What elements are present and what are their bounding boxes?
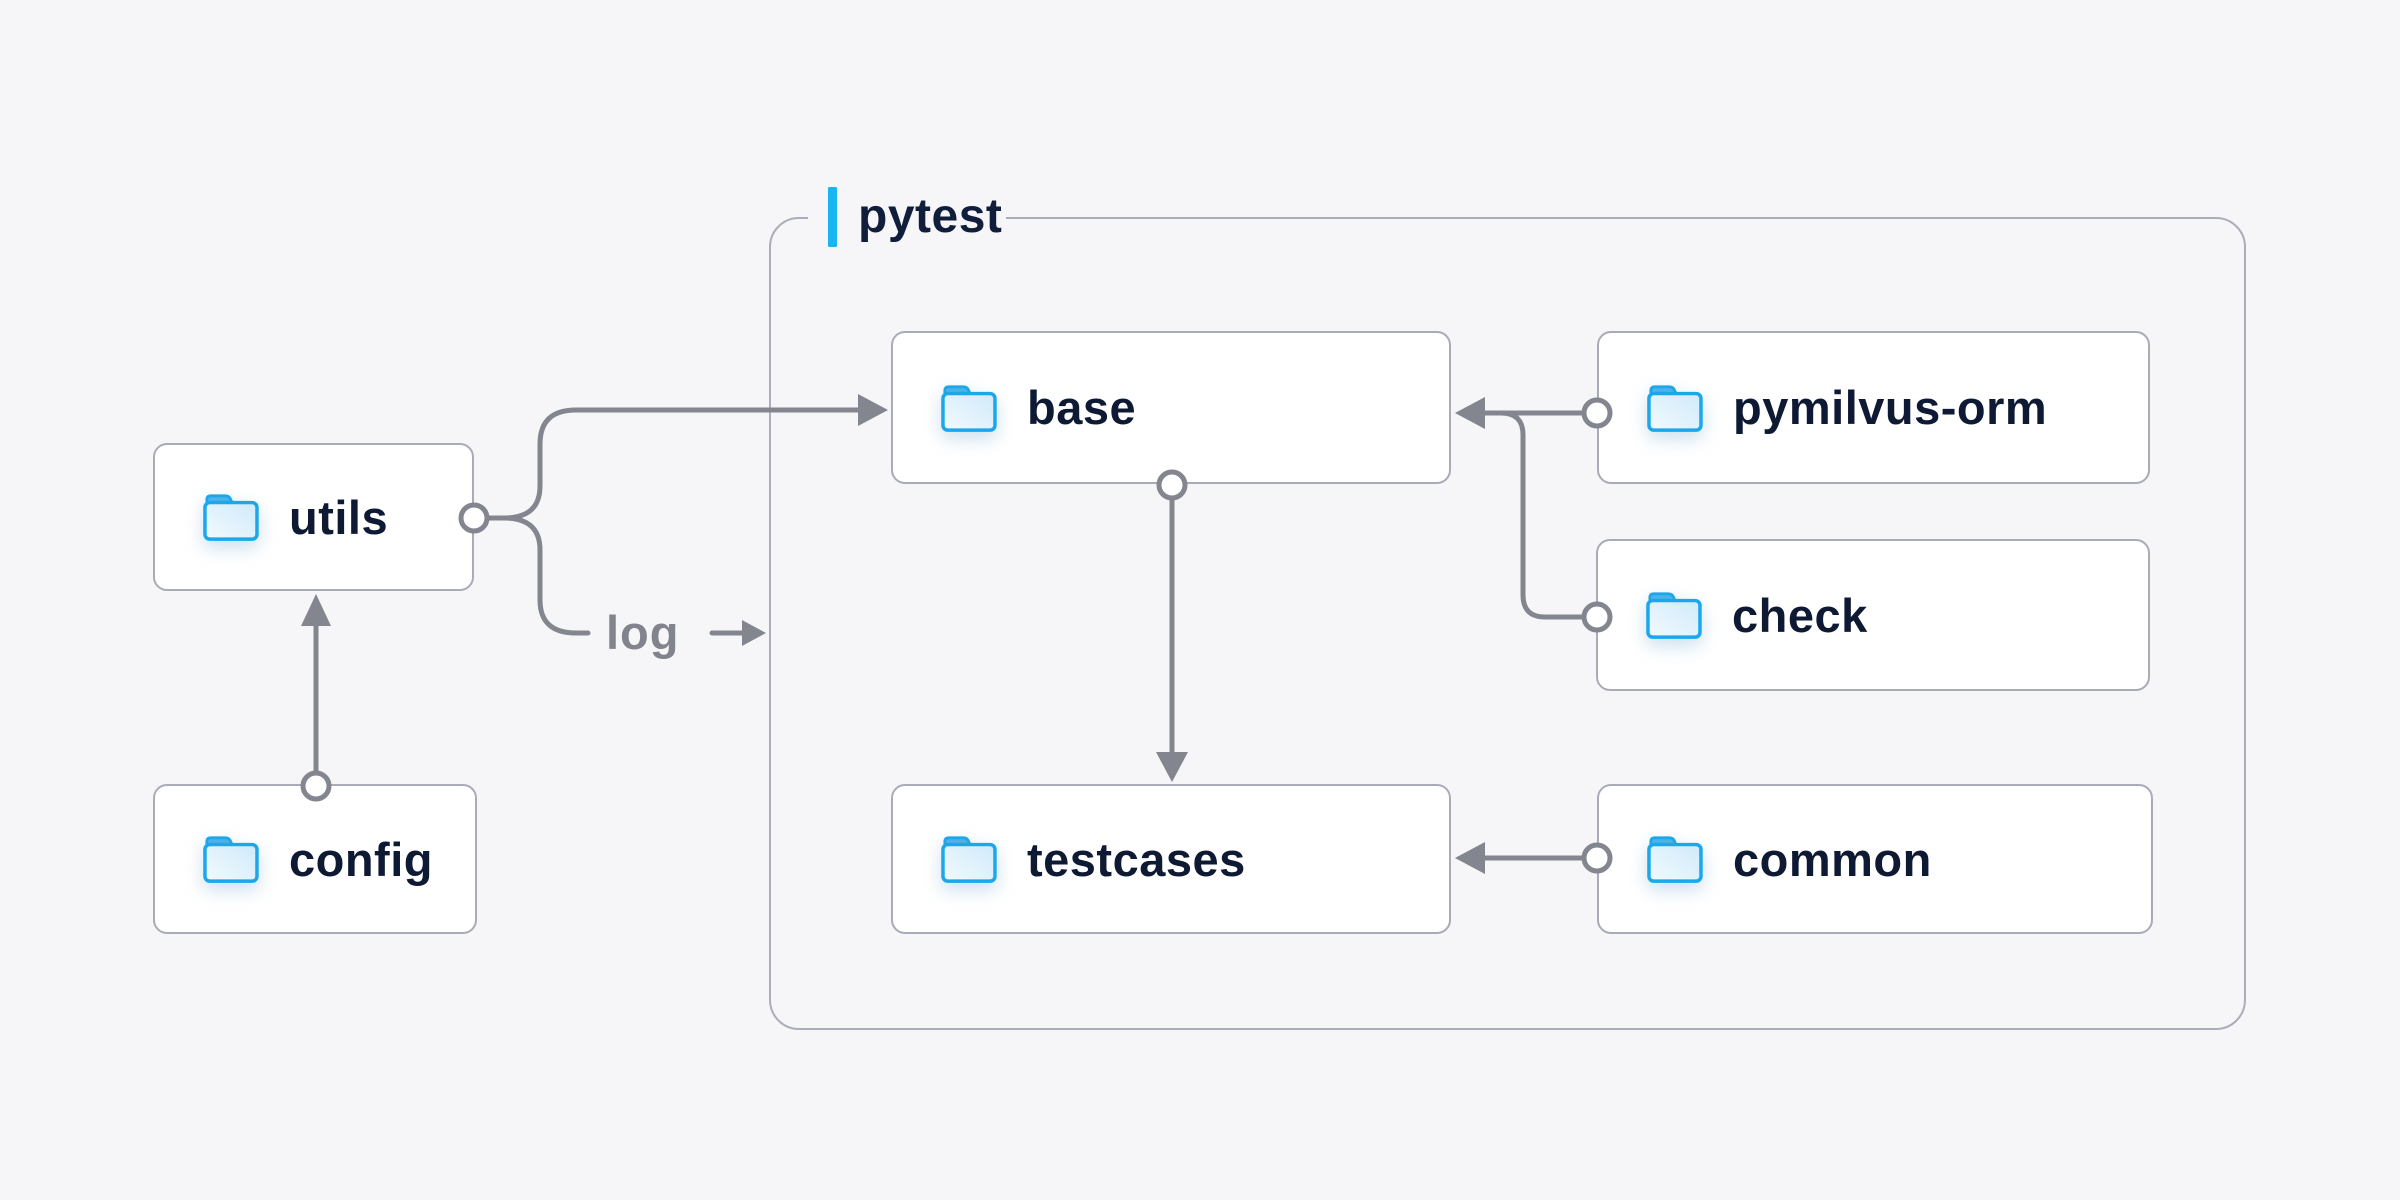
pytest-container-label: pytest [808,186,1007,248]
folder-icon [203,494,259,541]
node-label: pymilvus-orm [1733,381,2048,434]
accent-bar [828,187,837,247]
node-label: check [1732,588,1868,642]
node-label: config [289,832,433,886]
container-title: pytest [858,190,1003,243]
folder-icon [203,836,259,883]
edge-utils-log [501,515,591,636]
node-label: base [1027,381,1137,434]
node-label: utils [289,490,389,544]
folder-icon [1646,592,1702,639]
node-check: check [1596,539,2150,691]
folder-icon [1647,384,1703,432]
arrowhead-right-container [742,620,766,646]
arrowhead-up-utils [301,594,331,626]
node-config: config [153,784,477,934]
folder-icon [941,836,997,883]
edge-label-log: log [606,606,680,659]
node-label: testcases [1027,832,1246,886]
node-utils: utils [153,443,474,591]
node-testcases: testcases [891,784,1451,934]
folder-icon [1647,836,1703,883]
node-base: base [891,331,1451,484]
pytest-container [769,217,2246,1030]
node-pymilvus-orm: pymilvus-orm [1597,331,2150,484]
node-common: common [1597,784,2153,934]
node-label: common [1733,832,1932,886]
folder-icon [941,384,997,432]
